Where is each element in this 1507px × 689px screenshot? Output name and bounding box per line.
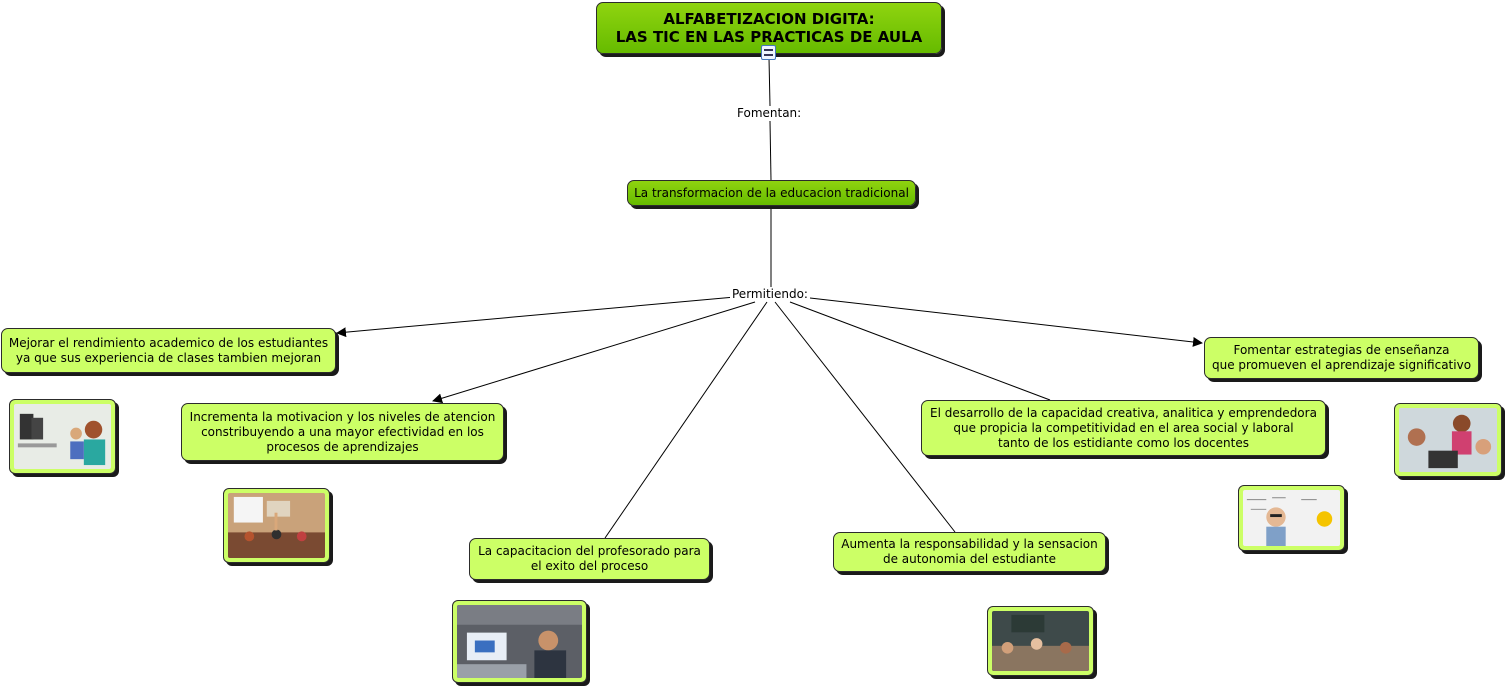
photo-children-computers[interactable] [9,399,116,474]
link-root-fomentan [768,57,771,107]
classroom-image [992,611,1089,671]
link-label-permitiendo: Permitiendo: [730,287,810,301]
link-fomentan-middle [769,120,772,181]
transformation-node[interactable]: La transformacion de la educacion tradic… [627,180,916,206]
benefit-node-autonomy[interactable]: Aumenta la responsabilidad y la sensacio… [833,532,1106,572]
link-to-benefit-4 [774,301,956,533]
benefit-node-academic[interactable]: Mejorar el rendimiento academico de los … [1,328,336,373]
classroom-image [14,404,111,469]
photo-computer-lab[interactable] [452,600,587,683]
classroom-image [1243,490,1340,546]
benefit-node-motivation[interactable]: Incrementa la motivacion y los niveles d… [181,403,504,461]
classroom-image [457,605,582,678]
photo-teacher-tablet[interactable] [1394,403,1502,477]
benefit-node-strategies[interactable]: Fomentar estrategias de enseñanza que pr… [1204,337,1479,379]
benefit-node-creativity[interactable]: El desarrollo de la capacidad creativa, … [921,400,1326,456]
photo-class-discussion[interactable] [987,606,1094,676]
classroom-image [1399,408,1497,472]
benefit-node-teacher-training[interactable]: La capacitacion del profesorado para el … [469,538,710,580]
link-to-benefit-5 [789,301,1051,401]
root-topic-node[interactable]: ALFABETIZACION DIGITA: LAS TIC EN LAS PR… [596,2,942,54]
video-attachment-icon[interactable] [761,45,776,60]
link-to-benefit-2 [432,301,756,404]
link-label-fomentan: Fomentan: [735,106,804,120]
link-to-benefit-1 [336,296,736,338]
link-to-benefit-3 [604,301,768,539]
photo-creative-boy[interactable] [1238,485,1345,551]
classroom-image [228,493,325,558]
photo-students-raising-hands[interactable] [223,488,330,563]
link-to-benefit-6 [809,297,1203,347]
